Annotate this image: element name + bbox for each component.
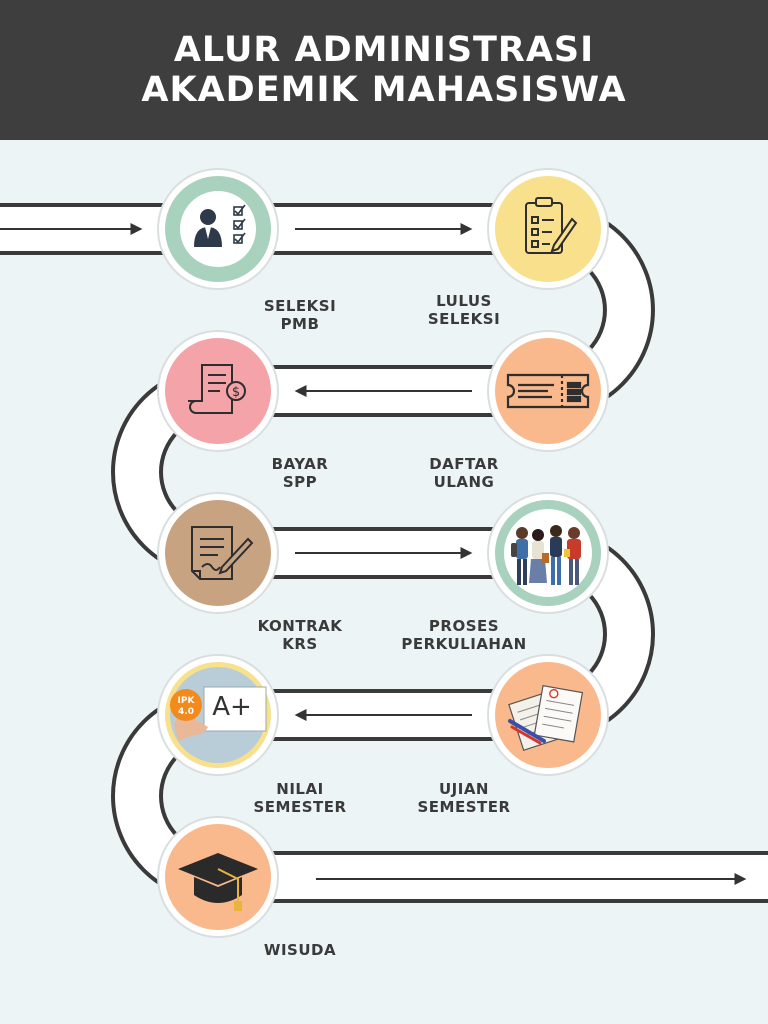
label-lulus-seleksi: LULUS SELEKSI: [427, 292, 501, 328]
step-nilai-semester: A+ IPK 4.0: [157, 654, 279, 776]
step-seleksi-pmb: [157, 168, 279, 290]
svg-text:$: $: [232, 385, 240, 400]
label-kontrak-krs: KONTRAK KRS: [257, 617, 343, 653]
label-seleksi-pmb: SELEKSI PMB: [263, 297, 337, 333]
label-wisuda: WISUDA: [263, 941, 337, 959]
step-proses-perkuliahan: [487, 492, 609, 614]
gpa-badge-value: 4.0: [178, 707, 194, 717]
direction-arrows: [0, 223, 747, 885]
graduation-cap-icon: [178, 853, 258, 911]
label-bayar-spp: BAYAR SPP: [271, 455, 329, 491]
gpa-badge-label: IPK: [178, 696, 196, 706]
label-nilai-semester: NILAI SEMESTER: [253, 780, 347, 816]
step-ujian-semester: [487, 654, 609, 776]
title-line-1: ALUR ADMINISTRASI: [173, 30, 595, 70]
step-wisuda: [157, 816, 279, 938]
label-daftar-ulang: DAFTAR ULANG: [429, 455, 499, 491]
grade-text: A+: [212, 692, 252, 722]
step-daftar-ulang: [487, 330, 609, 452]
clipboard-checklist-icon: [525, 197, 578, 254]
invoice-payment-icon: $: [188, 364, 246, 414]
step-bayar-spp: $: [157, 330, 279, 452]
exam-papers-icon: [508, 684, 584, 751]
grade-card-icon: A+ IPK 4.0: [170, 686, 267, 741]
step-kontrak-krs: [157, 492, 279, 614]
ticket-icon: [506, 373, 590, 409]
label-ujian-semester: UJIAN SEMESTER: [417, 780, 511, 816]
header-bar: ALUR ADMINISTRASI AKADEMIK MAHASISWA: [0, 0, 768, 140]
page-title: ALUR ADMINISTRASI AKADEMIK MAHASISWA: [0, 30, 768, 110]
candidate-checklist-icon: [194, 204, 246, 247]
label-proses-perkuliahan: PROSES PERKULIAHAN: [401, 617, 527, 653]
students-group-icon: [511, 525, 581, 585]
document-sign-icon: [191, 526, 254, 580]
title-line-2: AKADEMIK MAHASISWA: [141, 70, 627, 110]
step-lulus-seleksi: [487, 168, 609, 290]
